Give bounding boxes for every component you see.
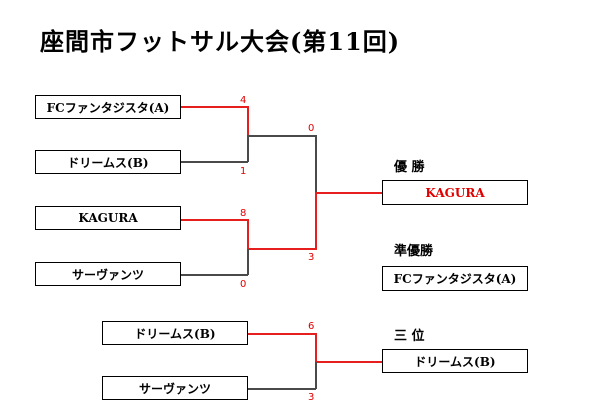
score-third-bottom: 3	[308, 392, 315, 403]
final-win-line	[316, 192, 382, 194]
score-semifinal1-top: 4	[240, 95, 247, 106]
team-box-fc-fantasista[interactable]: FCファンタジスタ(A)	[35, 95, 181, 119]
third-match-loss-vline	[315, 362, 317, 389]
semifinal1-loss-line	[181, 161, 248, 163]
final-win-vline	[315, 192, 317, 250]
team-box-kagura[interactable]: KAGURA	[35, 206, 181, 230]
score-final-top: 0	[308, 123, 315, 134]
score-semifinal2-top: 8	[240, 208, 247, 219]
score-final-bottom: 3	[308, 252, 315, 263]
score-semifinal1-bottom: 1	[240, 166, 247, 177]
third-match-loss-line	[248, 388, 316, 390]
team-box-dreams[interactable]: ドリームス(B)	[35, 150, 181, 174]
semifinal2-out-line	[248, 248, 316, 250]
runner-up-box[interactable]: FCファンタジスタ(A)	[382, 266, 528, 291]
semifinal1-win-line	[181, 106, 248, 108]
third-match-out-line	[316, 361, 382, 363]
score-third-top: 6	[308, 321, 315, 332]
team-box-servants[interactable]: サーヴァンツ	[35, 262, 181, 286]
runner-up-label: 準優勝	[394, 244, 434, 259]
third-place-label: 三 位	[394, 329, 425, 344]
champion-box[interactable]: KAGURA	[382, 180, 528, 205]
semifinal1-win-vline	[247, 106, 249, 136]
semifinal2-loss-line	[181, 274, 248, 276]
semifinal2-loss-vline	[247, 249, 249, 275]
third-match-win-vline	[315, 333, 317, 362]
champion-label: 優 勝	[394, 160, 425, 175]
semifinal1-loss-vline	[247, 135, 249, 162]
third-match-team-dreams[interactable]: ドリームス(B)	[102, 321, 248, 345]
semifinal2-win-vline	[247, 219, 249, 249]
third-match-team-servants[interactable]: サーヴァンツ	[102, 376, 248, 400]
third-match-win-line	[248, 333, 316, 335]
semifinal1-out-line	[248, 135, 316, 137]
final-loss-vline	[315, 135, 317, 193]
third-place-box[interactable]: ドリームス(B)	[382, 349, 528, 373]
score-semifinal2-bottom: 0	[240, 279, 247, 290]
page-title: 座間市フットサル大会(第11回)	[40, 27, 401, 56]
semifinal2-win-line	[181, 219, 248, 221]
